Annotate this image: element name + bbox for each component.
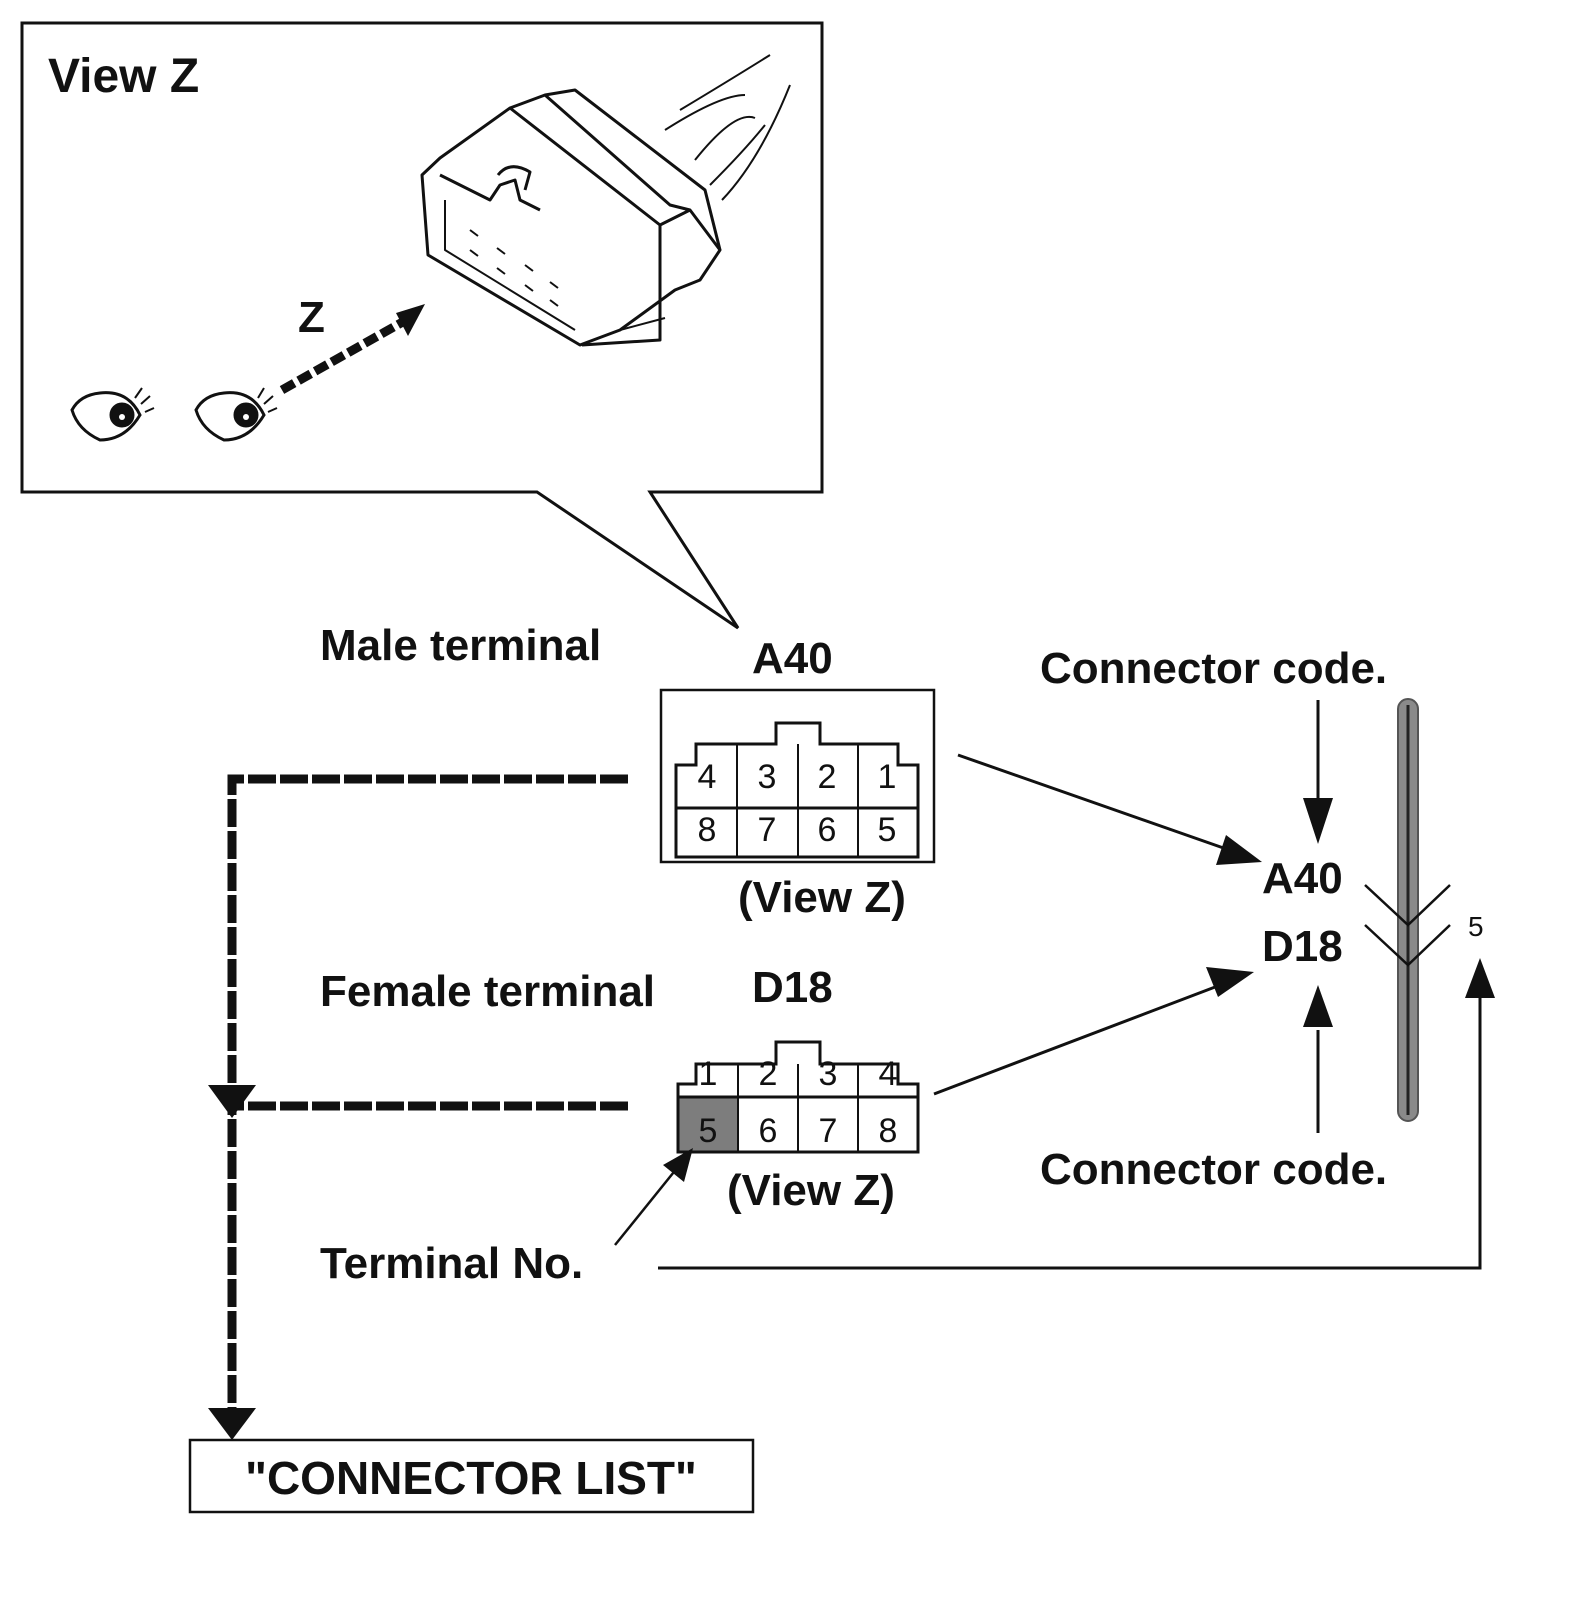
path-arrowhead-end — [208, 1408, 256, 1440]
terminal-no-label: Terminal No. — [320, 1239, 583, 1288]
view-z-panel: View Z Z — [20, 21, 824, 630]
male-to-code-arrowhead — [1216, 835, 1262, 865]
terminal-number-arrowhead — [1465, 958, 1495, 998]
view-z-title: View Z — [48, 50, 199, 103]
male-pin-8: 8 — [698, 811, 717, 849]
female-connector-face: 1 2 3 4 5 6 7 8 — [676, 1040, 920, 1154]
female-pin-1: 1 — [699, 1055, 718, 1093]
male-pin-6: 6 — [818, 811, 837, 849]
connector-code-top-label: Connector code. — [1040, 644, 1387, 693]
female-pin-5: 5 — [699, 1112, 718, 1150]
female-pin-2: 2 — [759, 1055, 778, 1093]
male-pin-1: 1 — [878, 758, 897, 796]
female-terminal-label: Female terminal — [320, 967, 655, 1016]
female-pin-8: 8 — [879, 1112, 898, 1150]
male-pin-7: 7 — [758, 811, 777, 849]
wiring-code-lower: D18 — [1262, 922, 1343, 971]
terminal-number-leader — [658, 978, 1482, 1270]
female-pin-7: 7 — [819, 1112, 838, 1150]
male-pin-2: 2 — [818, 758, 837, 796]
code-bottom-arrowhead — [1303, 985, 1333, 1027]
connector-list-box[interactable] — [188, 1438, 755, 1514]
connector-icon — [420, 54, 791, 347]
female-pin-4: 4 — [879, 1055, 898, 1093]
female-view-label: (View Z) — [727, 1166, 895, 1215]
terminal-no-arrowhead — [663, 1148, 693, 1182]
male-pin-3: 3 — [758, 758, 777, 796]
eye-icon — [194, 387, 278, 442]
male-view-label: (View Z) — [738, 873, 906, 922]
eye-icon — [70, 387, 155, 442]
female-connector-code: D18 — [752, 963, 833, 1012]
callout-frame — [20, 21, 824, 630]
female-to-code-arrowhead — [1206, 967, 1254, 997]
male-terminal-label: Male terminal — [320, 621, 601, 670]
male-pin-4: 4 — [698, 758, 717, 796]
view-direction-arrow — [279, 311, 418, 394]
connector-code-bottom-label: Connector code. — [1040, 1145, 1387, 1194]
female-pin-3: 3 — [819, 1055, 838, 1093]
female-pin-6: 6 — [759, 1112, 778, 1150]
highlighted-pin-cell — [678, 1097, 738, 1152]
connector-list-path — [227, 774, 628, 1410]
path-arrowhead-mid — [208, 1085, 256, 1118]
male-connector-code: A40 — [752, 634, 833, 683]
wiring-code-upper: A40 — [1262, 854, 1343, 903]
connector-list-label[interactable]: "CONNECTOR LIST" — [245, 1452, 697, 1504]
connector-junction-symbol — [1364, 884, 1451, 967]
code-top-arrowhead — [1303, 798, 1333, 844]
wiring-terminal-number: 5 — [1468, 911, 1484, 942]
male-connector-face: 4 3 2 1 8 7 6 5 — [659, 688, 936, 864]
female-to-code-arrow — [933, 974, 1245, 1096]
male-pin-5: 5 — [878, 811, 897, 849]
z-arrow-label: Z — [298, 293, 325, 342]
male-to-code-arrow — [957, 753, 1253, 860]
view-direction-arrowhead — [396, 304, 425, 336]
